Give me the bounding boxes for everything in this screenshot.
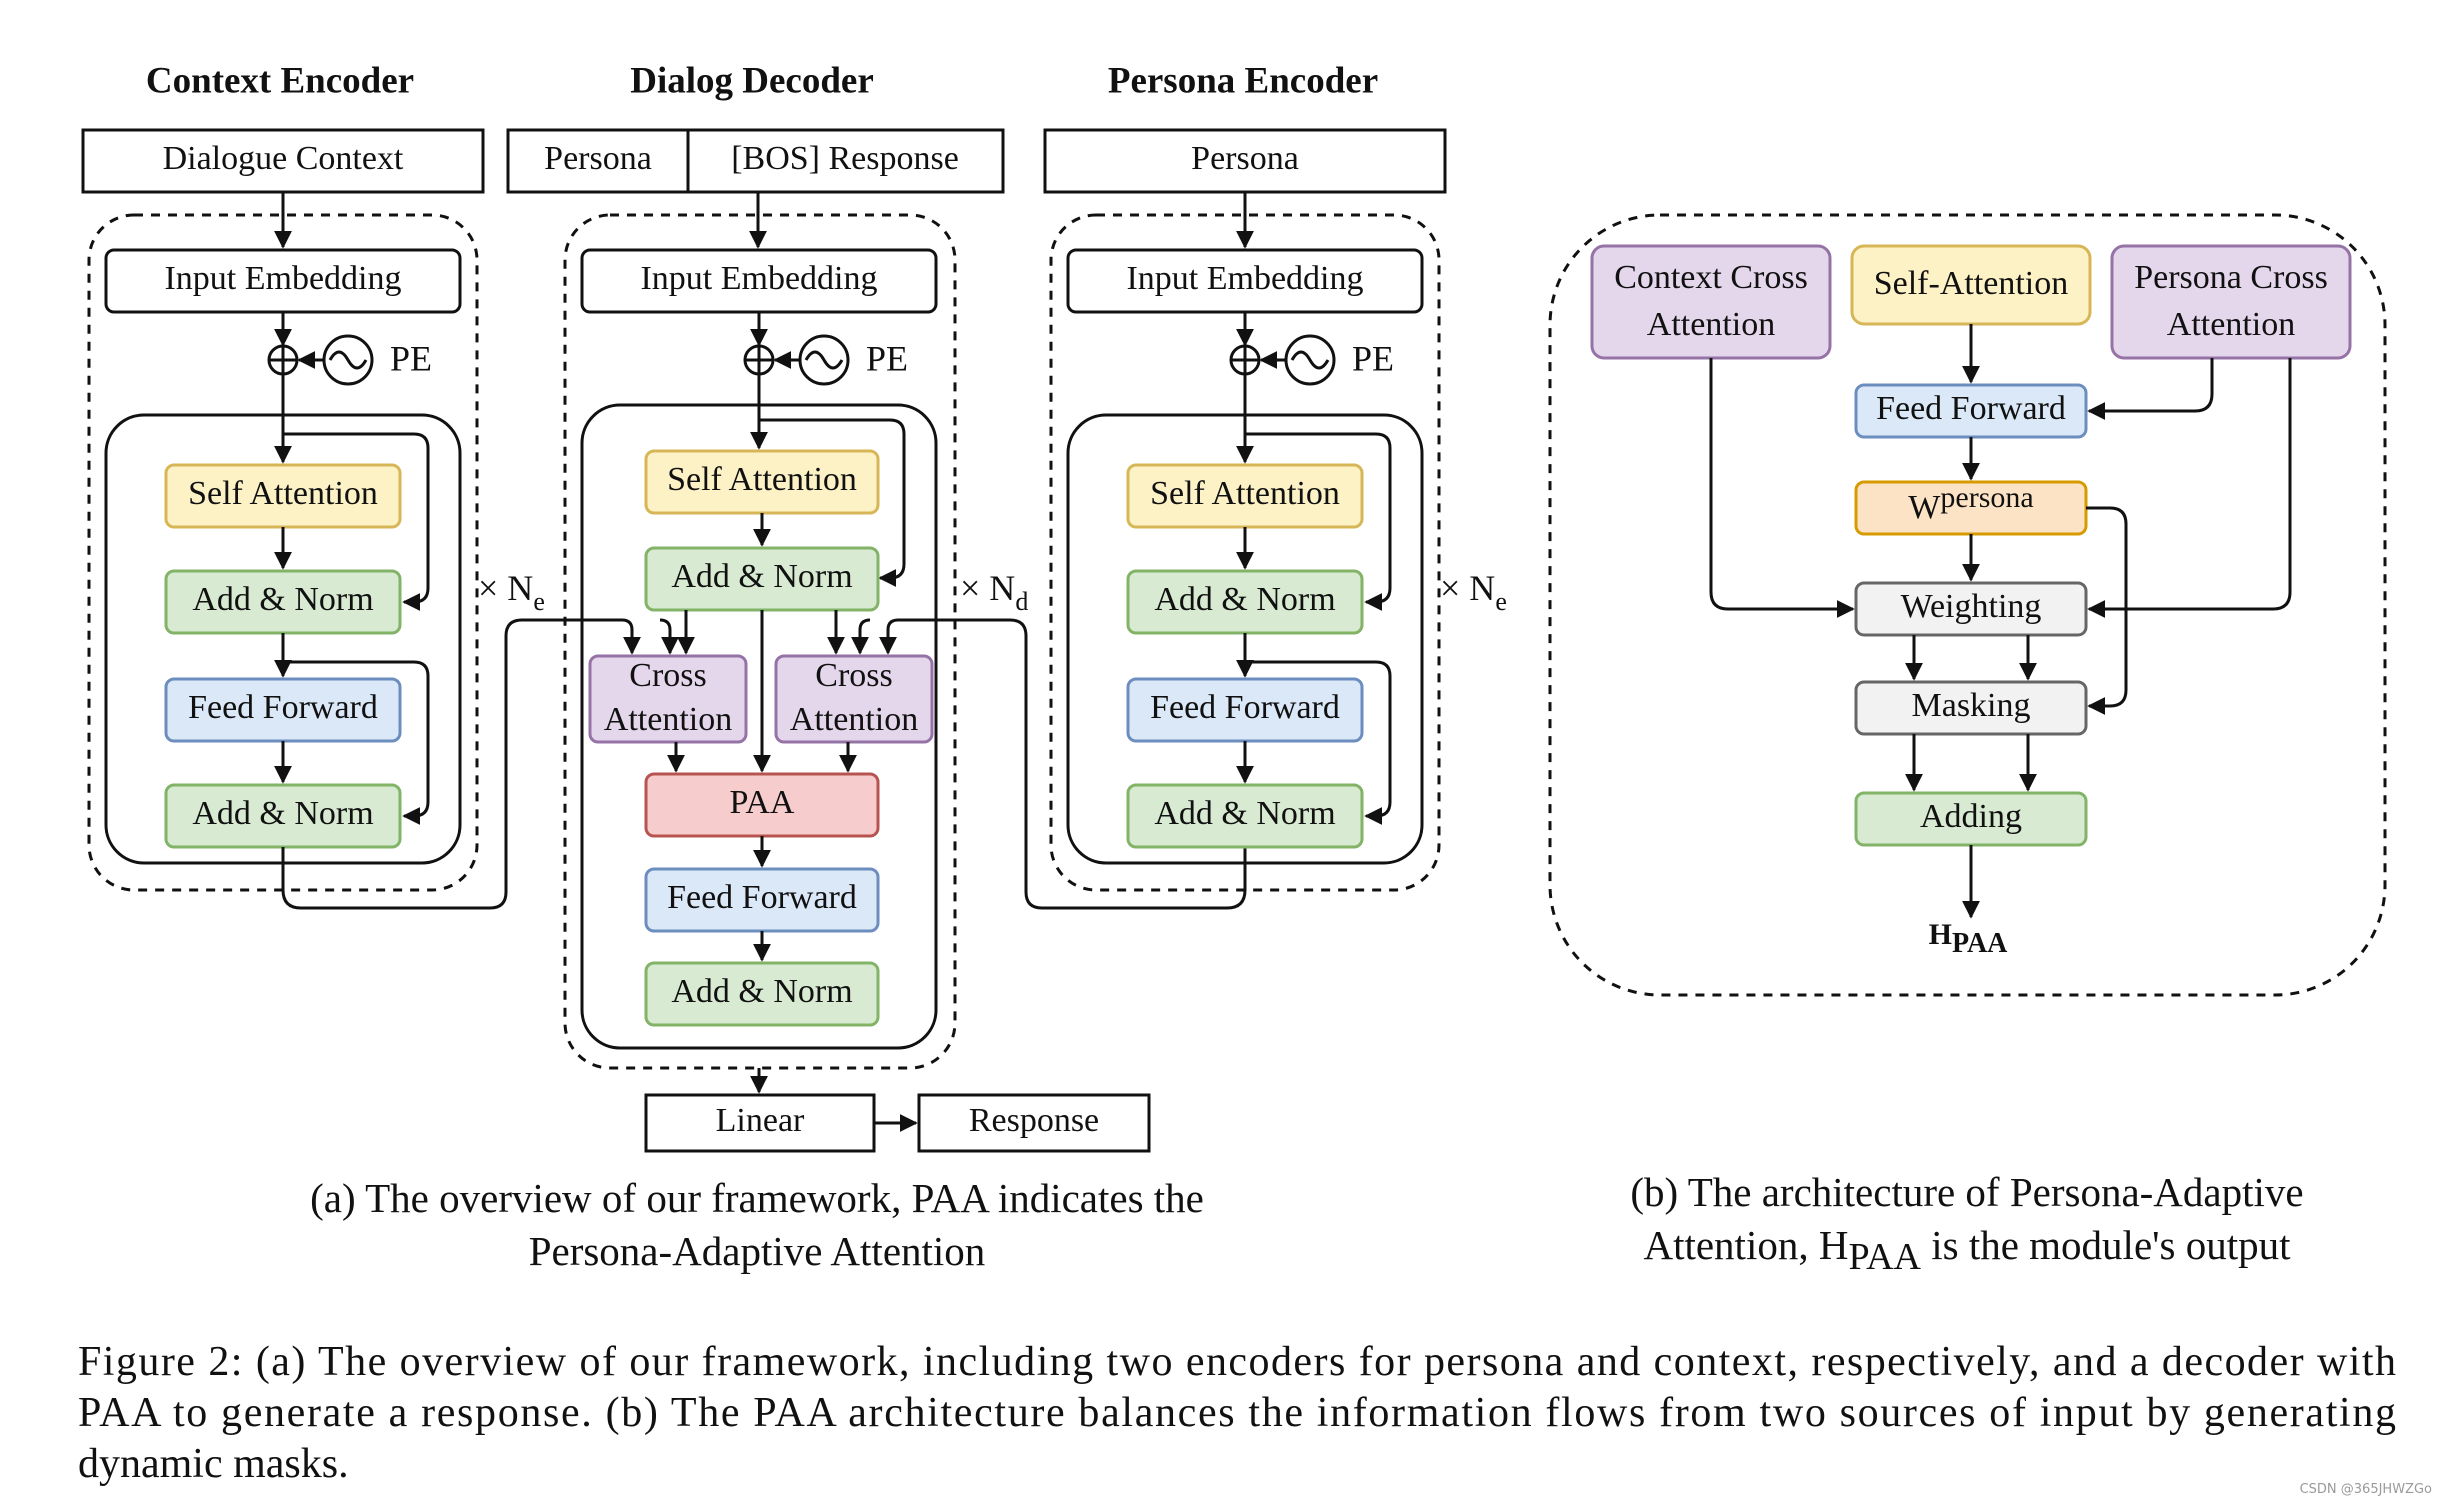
dialogue-context-label: Dialogue Context: [163, 140, 404, 177]
decoder-pe-label: PE: [866, 338, 908, 378]
context-pe-label: PE: [390, 338, 432, 378]
decoder-input-persona-label: Persona: [544, 140, 652, 177]
paa-feed-forward-label: Feed Forward: [1876, 390, 2066, 427]
decoder-input-box: [506, 128, 1005, 194]
caption-b-line2: Attention, HPAA is the module's output: [1643, 1222, 2291, 1278]
linear-box: [644, 1093, 876, 1153]
paa-persona-cross-attention-box: [2110, 244, 2352, 360]
context-input-embedding-label: Input Embedding: [164, 260, 401, 297]
decoder-cross-attention-left-line2: Attention: [604, 701, 732, 738]
watermark: CSDN @365JHWZGo: [2300, 1482, 2432, 1497]
figure-caption-line2: PAA to generate a response. (b) The PAA …: [78, 1390, 2396, 1436]
persona-add-norm-2-box: [1126, 783, 1364, 849]
masking-box: [1854, 680, 2088, 736]
weighting-label: Weighting: [1901, 588, 2042, 625]
decoder-pe-sine-icon: [798, 334, 850, 386]
context-repeat-label: × Ne: [478, 568, 545, 616]
persona-input-label: Persona: [1191, 140, 1299, 177]
persona-pe-label: PE: [1352, 338, 1394, 378]
context-self-attention-label: Self Attention: [188, 475, 378, 512]
persona-sum-icon: [1229, 344, 1261, 376]
decoder-cross-attention-right-line1: Cross: [815, 657, 892, 694]
persona-pe-sine-icon: [1284, 334, 1336, 386]
context-pe-sine-icon: [322, 334, 374, 386]
persona-self-attention-label: Self Attention: [1150, 475, 1340, 512]
persona-encoder: Persona Encoder Persona Input Embedding …: [1043, 60, 1507, 892]
dialog-decoder-title: Dialog Decoder: [630, 60, 874, 101]
context-encoder-title: Context Encoder: [146, 60, 414, 101]
decoder-input-response-label: [BOS] Response: [731, 140, 959, 177]
context-encoder: Context Encoder Dialogue Context Input E…: [81, 60, 545, 892]
figure-caption-line1: Figure 2: (a) The overview of our framew…: [78, 1339, 2396, 1385]
paa-persona-cross-attention-line1: Persona Cross: [2134, 259, 2328, 296]
persona-encoder-title: Persona Encoder: [1108, 60, 1378, 101]
paa-self-attention-label: Self-Attention: [1874, 265, 2069, 302]
decoder-input-embedding-label: Input Embedding: [640, 260, 877, 297]
context-add-norm-1-label: Add & Norm: [192, 581, 373, 618]
decoder-context-cross-attention-box: [588, 654, 748, 744]
masking-label: Masking: [1912, 687, 2031, 724]
adding-label: Adding: [1920, 798, 2022, 835]
persona-to-decoder-connector: [879, 618, 1247, 910]
decoder-add-norm-2-box: [644, 961, 880, 1027]
decoder-cross-attention-left-line1: Cross: [629, 657, 706, 694]
decoder-self-attention-label: Self Attention: [667, 461, 857, 498]
linear-label: Linear: [716, 1102, 805, 1139]
caption-a-line1: (a) The overview of our framework, PAA i…: [310, 1175, 1204, 1221]
decoder-repeat-label: × Nd: [960, 568, 1028, 616]
decoder-add-norm-2-label: Add & Norm: [671, 973, 852, 1010]
decoder-sum-icon: [743, 344, 775, 376]
paa-dashed-frame: [1548, 213, 2387, 997]
paa-architecture: Context Cross Attention Self-Attention P…: [1548, 213, 2387, 997]
weighting-box: [1854, 581, 2088, 637]
figure-caption-line3: dynamic masks.: [78, 1441, 349, 1487]
paa-label: PAA: [730, 784, 795, 821]
persona-repeat-label: × Ne: [1440, 568, 1507, 616]
response-output-label: Response: [969, 1102, 1099, 1139]
persona-add-norm-2-label: Add & Norm: [1154, 795, 1335, 832]
persona-input-embedding-label: Input Embedding: [1126, 260, 1363, 297]
dialogue-context-box: [81, 128, 485, 194]
caption-b-line1: (b) The architecture of Persona-Adaptive: [1630, 1169, 2303, 1215]
caption-a-line2: Persona-Adaptive Attention: [529, 1228, 986, 1274]
w-persona-label: Wpersona: [1908, 481, 2033, 526]
context-add-norm-2-label: Add & Norm: [192, 795, 373, 832]
persona-encoder-dashed-frame: [1049, 213, 1441, 892]
context-feed-forward-label: Feed Forward: [188, 689, 378, 726]
dialog-decoder: Dialog Decoder Persona [BOS] Response In…: [506, 60, 1151, 1153]
paa-context-cross-attention-line2: Attention: [1647, 306, 1775, 343]
response-output-box: [917, 1093, 1151, 1153]
paa-persona-cross-attention-line2: Attention: [2167, 306, 2295, 343]
dialog-decoder-dashed-frame: [563, 213, 957, 1070]
decoder-persona-cross-attention-box: [774, 654, 934, 744]
persona-feed-forward-label: Feed Forward: [1150, 689, 1340, 726]
decoder-feed-forward-label: Feed Forward: [667, 879, 857, 916]
context-to-decoder-connector: [281, 618, 641, 910]
paa-output-label: HPAA: [1929, 918, 2009, 959]
decoder-cross-attention-right-line2: Attention: [790, 701, 918, 738]
context-sum-icon: [267, 344, 299, 376]
decoder-add-norm-1-label: Add & Norm: [671, 558, 852, 595]
persona-add-norm-1-label: Add & Norm: [1154, 581, 1335, 618]
paa-context-cross-attention-line1: Context Cross: [1614, 259, 1808, 296]
